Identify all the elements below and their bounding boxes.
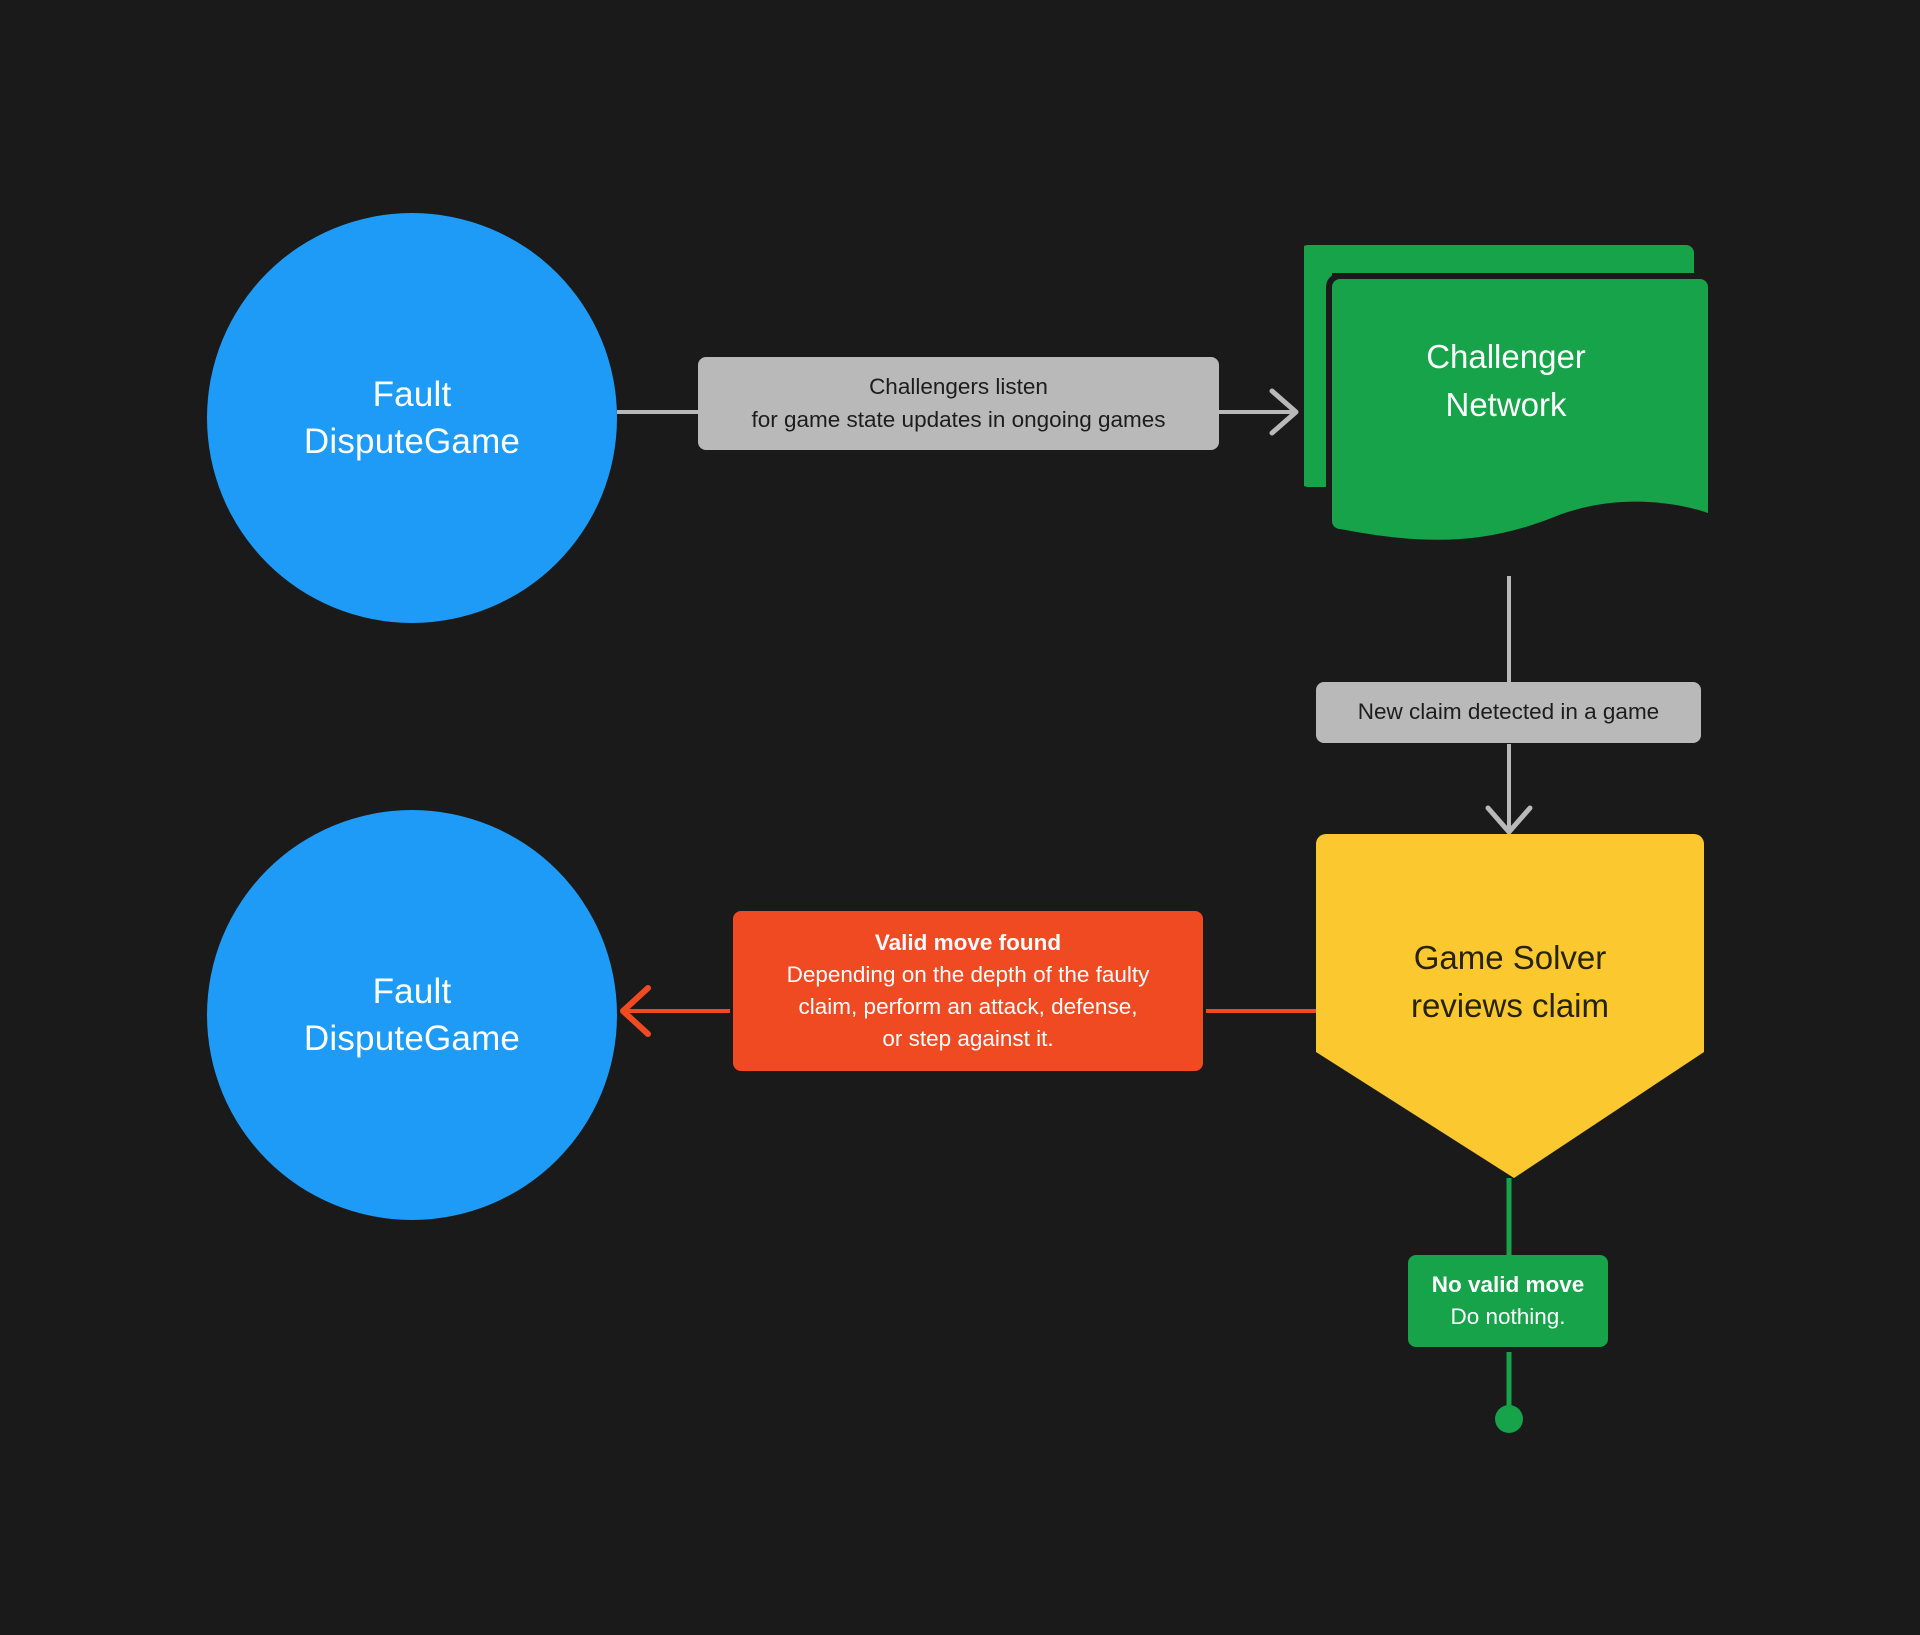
edge-label-line2: for game state updates in ongoing games xyxy=(751,406,1166,432)
arrowhead-right-icon xyxy=(1269,388,1299,436)
terminator-dot xyxy=(1495,1405,1523,1433)
edge-label-line3: or step against it. xyxy=(882,1025,1054,1051)
node-label-line1: Fault xyxy=(372,971,452,1011)
edge-label-challengers-listen: Challengers listen for game state update… xyxy=(698,357,1219,451)
edge-label-line2: claim, perform an attack, defense, xyxy=(798,993,1138,1019)
edge-label-no-valid-move: No valid move Do nothing. xyxy=(1408,1255,1608,1347)
edge-label-heading: Valid move found xyxy=(874,930,1062,955)
edge-label-line1: Depending on the depth of the faulty xyxy=(786,961,1150,987)
edge-label-new-claim-detected: New claim detected in a game xyxy=(1316,682,1701,743)
arrowhead-down-icon xyxy=(1485,805,1533,835)
multi-document-icon xyxy=(1300,245,1714,546)
node-game-solver[interactable]: Game Solver reviews claim xyxy=(1316,834,1704,1178)
edge-label-heading: No valid move xyxy=(1431,1272,1585,1297)
node-label-line1: Fault xyxy=(372,374,452,414)
node-challenger-network[interactable]: Challenger Network xyxy=(1300,245,1714,575)
node-fault-dispute-game-bottom[interactable]: Fault DisputeGame xyxy=(207,810,617,1220)
arrowhead-left-icon xyxy=(620,985,651,1037)
edge-label-line1: Do nothing. xyxy=(1450,1303,1566,1329)
node-label-line2: DisputeGame xyxy=(303,1019,521,1058)
node-fault-dispute-game-top[interactable]: Fault DisputeGame xyxy=(207,213,617,623)
edge-label-valid-move-found: Valid move found Depending on the depth … xyxy=(733,911,1203,1071)
edge-label-line1: Challengers listen xyxy=(869,374,1048,399)
edge-label-line1: New claim detected in a game xyxy=(1357,699,1660,724)
pentagon-shield-icon xyxy=(1316,834,1704,1178)
node-label-line2: DisputeGame xyxy=(303,422,521,461)
